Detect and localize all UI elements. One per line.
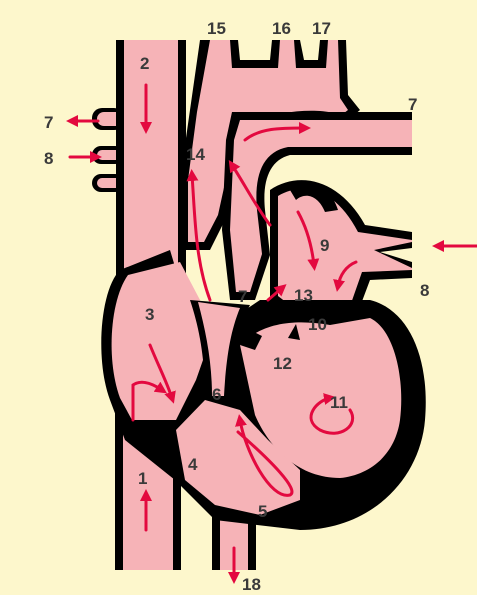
label-16: 16	[272, 19, 291, 38]
label-1: 1	[138, 469, 147, 488]
label-5: 5	[258, 502, 267, 521]
label-7-left: 7	[44, 113, 53, 132]
label-7-right: 7	[408, 95, 417, 114]
label-13: 13	[294, 286, 313, 305]
label-2: 2	[140, 54, 149, 73]
label-3: 3	[145, 305, 154, 324]
label-7-center: 7	[238, 287, 247, 306]
label-9: 9	[320, 236, 329, 255]
label-10: 10	[308, 315, 327, 334]
label-15: 15	[207, 19, 226, 38]
label-17: 17	[312, 19, 331, 38]
label-14: 14	[186, 145, 205, 164]
label-4: 4	[188, 455, 198, 474]
label-12: 12	[273, 354, 292, 373]
label-8-right: 8	[420, 281, 429, 300]
label-11: 11	[330, 393, 348, 412]
label-8-left: 8	[44, 149, 53, 168]
label-6: 6	[212, 385, 221, 404]
label-18: 18	[242, 575, 261, 594]
